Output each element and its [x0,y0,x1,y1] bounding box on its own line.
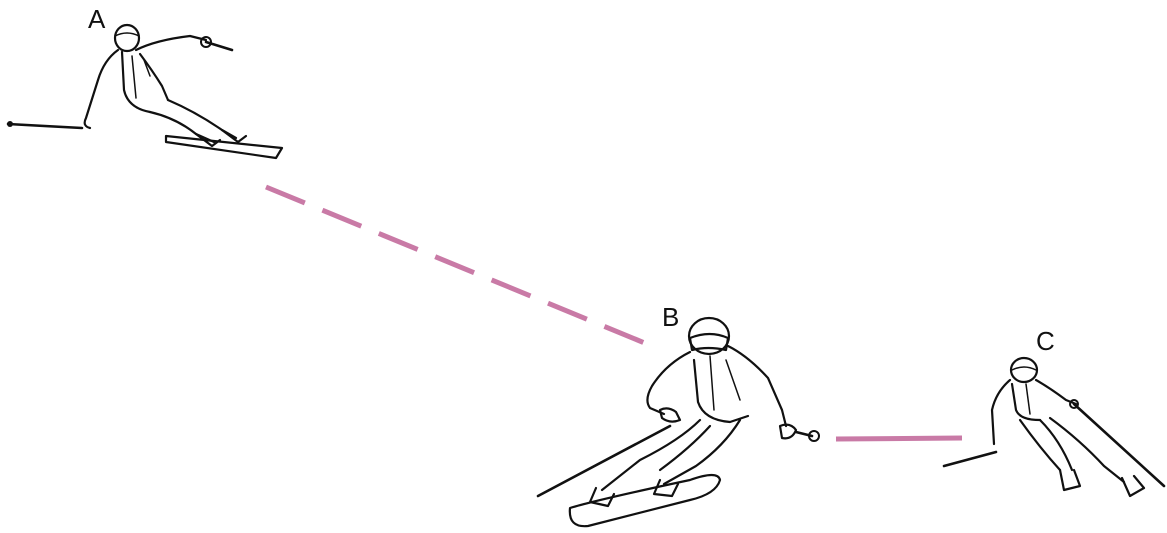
skier-b-icon: B [538,302,819,526]
dashed-connector-a-b [266,187,652,346]
skier-c-icon: C [944,326,1164,496]
skier-a-icon: A [7,4,282,158]
solid-connector-b-c [836,438,962,439]
label-c: C [1036,326,1055,356]
label-a: A [88,4,106,34]
label-b: B [662,302,679,332]
